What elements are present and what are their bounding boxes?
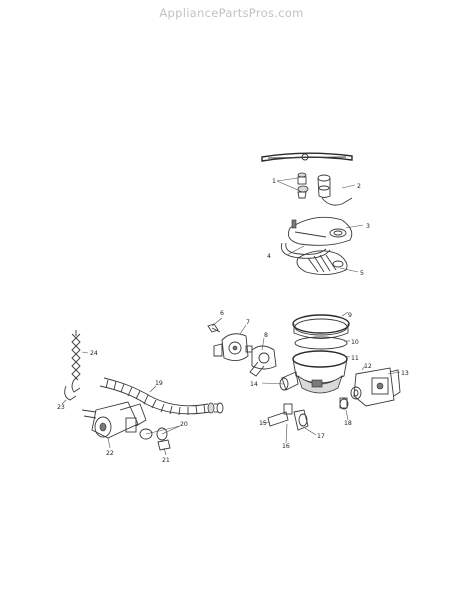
callout-21: 21	[162, 457, 170, 464]
spray-arm-seal-ring	[280, 242, 331, 259]
leader-lines	[61, 177, 401, 456]
drain-valve	[353, 367, 401, 407]
callout-18: 18	[344, 420, 352, 427]
callout-4: 4	[267, 253, 271, 260]
callout-10: 10	[351, 339, 359, 346]
callout-1: 1	[272, 178, 276, 185]
check-valve	[339, 397, 349, 410]
callout-2: 2	[357, 183, 361, 190]
drain-tee-fittings	[267, 403, 309, 431]
callout-20: 20	[180, 421, 188, 428]
callout-5: 5	[360, 270, 364, 277]
vent-tube-bellows	[71, 330, 81, 393]
callout-22: 22	[106, 450, 114, 457]
motor-mount-clips	[139, 427, 171, 451]
pump-body	[279, 350, 348, 394]
watermark-text: AppliancePartsPros.com	[159, 6, 304, 20]
callout-19: 19	[155, 380, 163, 387]
pump-motor-housing	[249, 345, 277, 377]
callout-14: 14	[250, 381, 258, 388]
callout-16: 16	[282, 443, 290, 450]
callout-11: 11	[351, 355, 359, 362]
spray-arm	[261, 152, 353, 162]
callout-23: 23	[57, 404, 65, 411]
callout-9: 9	[348, 312, 352, 319]
callout-13: 13	[401, 370, 409, 377]
vent-elbow	[64, 385, 77, 401]
callout-3: 3	[366, 223, 370, 230]
filter-cover	[287, 216, 353, 246]
callout-12: 12	[364, 363, 372, 370]
callout-6: 6	[220, 310, 224, 317]
callout-8: 8	[264, 332, 268, 339]
callout-numbers: 1 2 3 4 5 6 7 8 9 10 11 12 13 14 15 16 1…	[57, 178, 409, 464]
valve-grommet	[350, 386, 362, 400]
spray-arm-hub-parts	[297, 172, 309, 199]
pump-gasket	[294, 336, 348, 350]
pump-motor	[81, 401, 147, 439]
callout-15: 15	[259, 420, 267, 427]
callout-17: 17	[317, 433, 325, 440]
callout-7: 7	[246, 319, 250, 326]
spray-tower	[317, 174, 353, 206]
drain-hose	[99, 377, 224, 416]
impeller-housing	[213, 333, 253, 361]
pump-screw	[207, 323, 221, 333]
pump-housing-ring	[292, 314, 350, 339]
fine-filter-screen	[296, 250, 348, 275]
callout-24: 24	[90, 350, 98, 357]
